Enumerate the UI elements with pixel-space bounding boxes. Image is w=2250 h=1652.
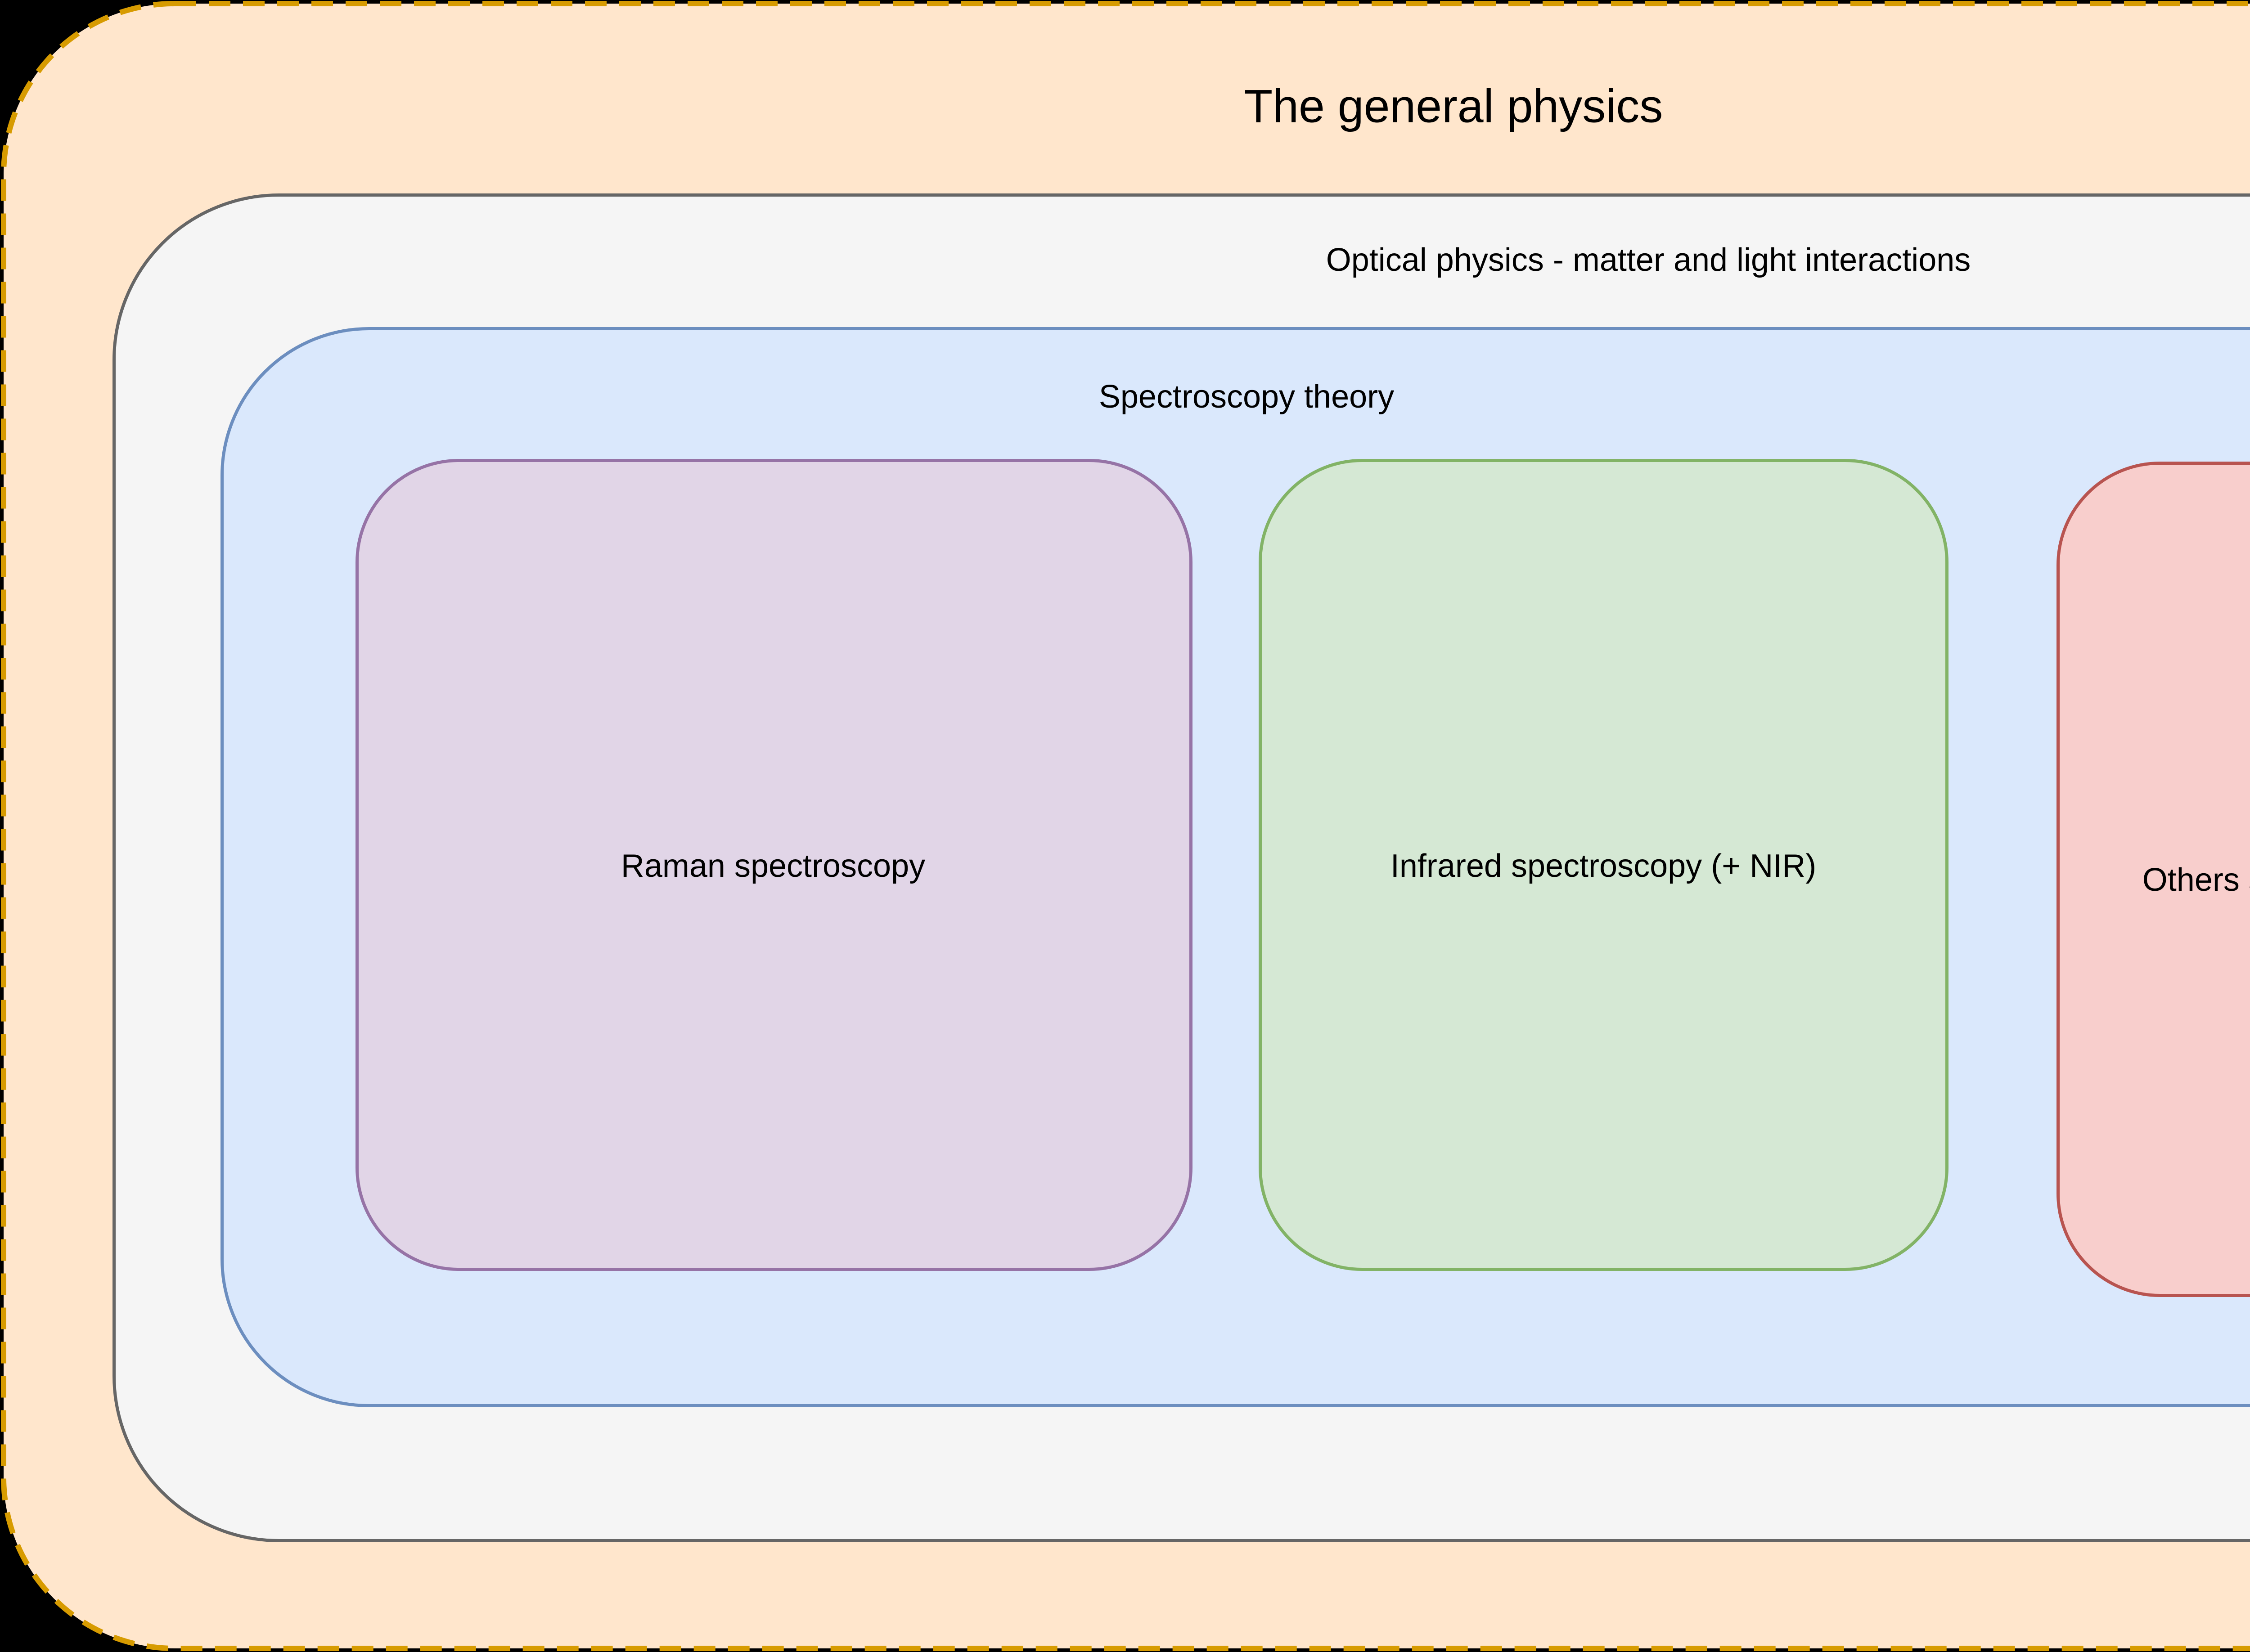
optical-physics-label: Optical physics - matter and light inter… <box>1326 242 1971 278</box>
infrared-spectroscopy-label: Infrared spectroscopy (+ NIR) <box>1390 848 1817 884</box>
others-spectroscopic-method-box <box>2056 462 2250 1297</box>
raman-spectroscopy-label: Raman spectroscopy <box>621 848 926 884</box>
raman-spectroscopy-box <box>356 459 1192 1271</box>
spectroscopy-theory-label: Spectroscopy theory <box>1098 378 1395 415</box>
others-spectroscopic-method-label: Others spectroscopic method <box>2142 862 2250 898</box>
general-physics-label: The general physics <box>1244 80 1663 133</box>
infrared-spectroscopy-box <box>1259 459 1948 1271</box>
